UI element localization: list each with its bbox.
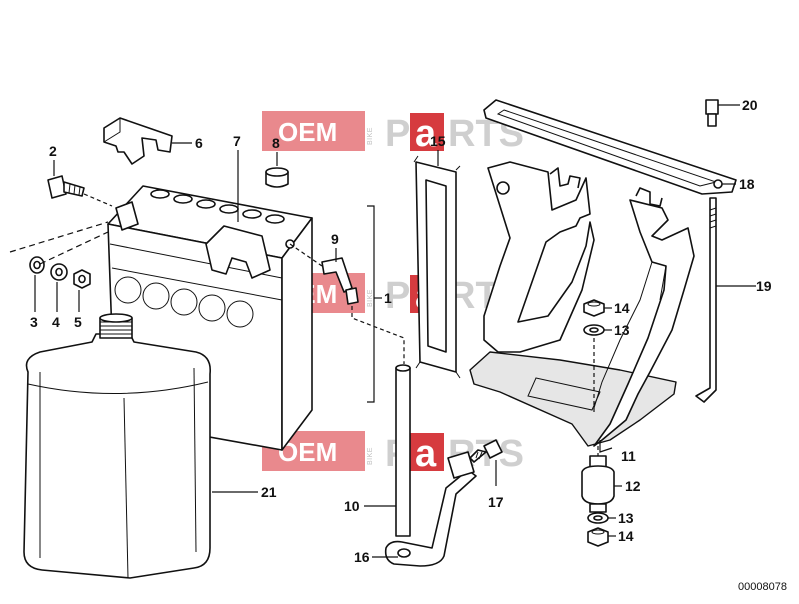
nut-14-upper-drawing <box>583 299 605 317</box>
wm-bike-text: BIKE <box>367 447 374 465</box>
callout-12: 12 <box>625 478 641 494</box>
callout-15: 15 <box>430 133 446 149</box>
bolt-20-drawing <box>705 99 719 127</box>
callout-20: 20 <box>742 97 758 113</box>
watermark-bottom: OEM BIKE P a RTS <box>262 431 524 475</box>
wm-oem-text: OEM <box>278 117 337 147</box>
callout-18: 18 <box>739 176 755 192</box>
callout-13-upper: 13 <box>614 322 630 338</box>
callout-9: 9 <box>331 231 339 247</box>
washer-13-upper-drawing <box>583 324 605 336</box>
callout-2: 2 <box>49 143 57 159</box>
bracket-16-drawing <box>384 451 477 567</box>
washer-13-lower-drawing <box>587 512 609 524</box>
wm-bike-text: BIKE <box>367 289 374 307</box>
callout-8: 8 <box>272 135 280 151</box>
callout-3: 3 <box>30 314 38 330</box>
retaining-frame-15-drawing <box>413 155 461 379</box>
strap-18-drawing <box>483 99 737 195</box>
callout-11: 11 <box>621 448 636 464</box>
canister-drawing <box>23 313 212 579</box>
nut-14-lower-drawing <box>587 527 609 547</box>
callout-6: 6 <box>195 135 203 151</box>
rubber-mount-12-drawing <box>581 455 615 513</box>
callout-5: 5 <box>74 314 82 330</box>
callout-16: 16 <box>354 549 370 565</box>
callout-10: 10 <box>344 498 360 514</box>
callout-13-lower: 13 <box>618 510 634 526</box>
vent-elbow-9-drawing <box>321 257 359 305</box>
callout-1: 1 <box>384 290 392 306</box>
bolt-2-drawing <box>47 175 85 199</box>
callout-21: 21 <box>261 484 277 500</box>
rod-19-drawing <box>695 197 717 403</box>
diagram-code: 00008078 <box>738 581 787 593</box>
callout-4: 4 <box>52 314 60 330</box>
wm-a-text: a <box>415 113 437 155</box>
callout-14-lower: 14 <box>618 528 634 544</box>
wm-bike-text: BIKE <box>367 127 374 145</box>
callout-17: 17 <box>488 494 504 510</box>
screw-17-drawing <box>469 439 503 463</box>
vent-cap-8-drawing <box>265 167 289 188</box>
watermark-top: OEM BIKE P a RTS <box>262 111 524 155</box>
hose-10-drawing <box>395 364 411 537</box>
callout-19: 19 <box>756 278 772 294</box>
washers-nut-drawing <box>29 256 91 289</box>
callout-7: 7 <box>233 133 241 149</box>
wm-a-text: a <box>415 433 437 475</box>
callout-14-upper: 14 <box>614 300 630 316</box>
battery-tray-11-drawing <box>469 161 695 447</box>
terminal-cover-6-drawing <box>103 117 173 165</box>
wm-p-text: P <box>385 113 410 155</box>
callout-1-leader <box>367 205 375 403</box>
wm-p-text: P <box>385 275 410 317</box>
